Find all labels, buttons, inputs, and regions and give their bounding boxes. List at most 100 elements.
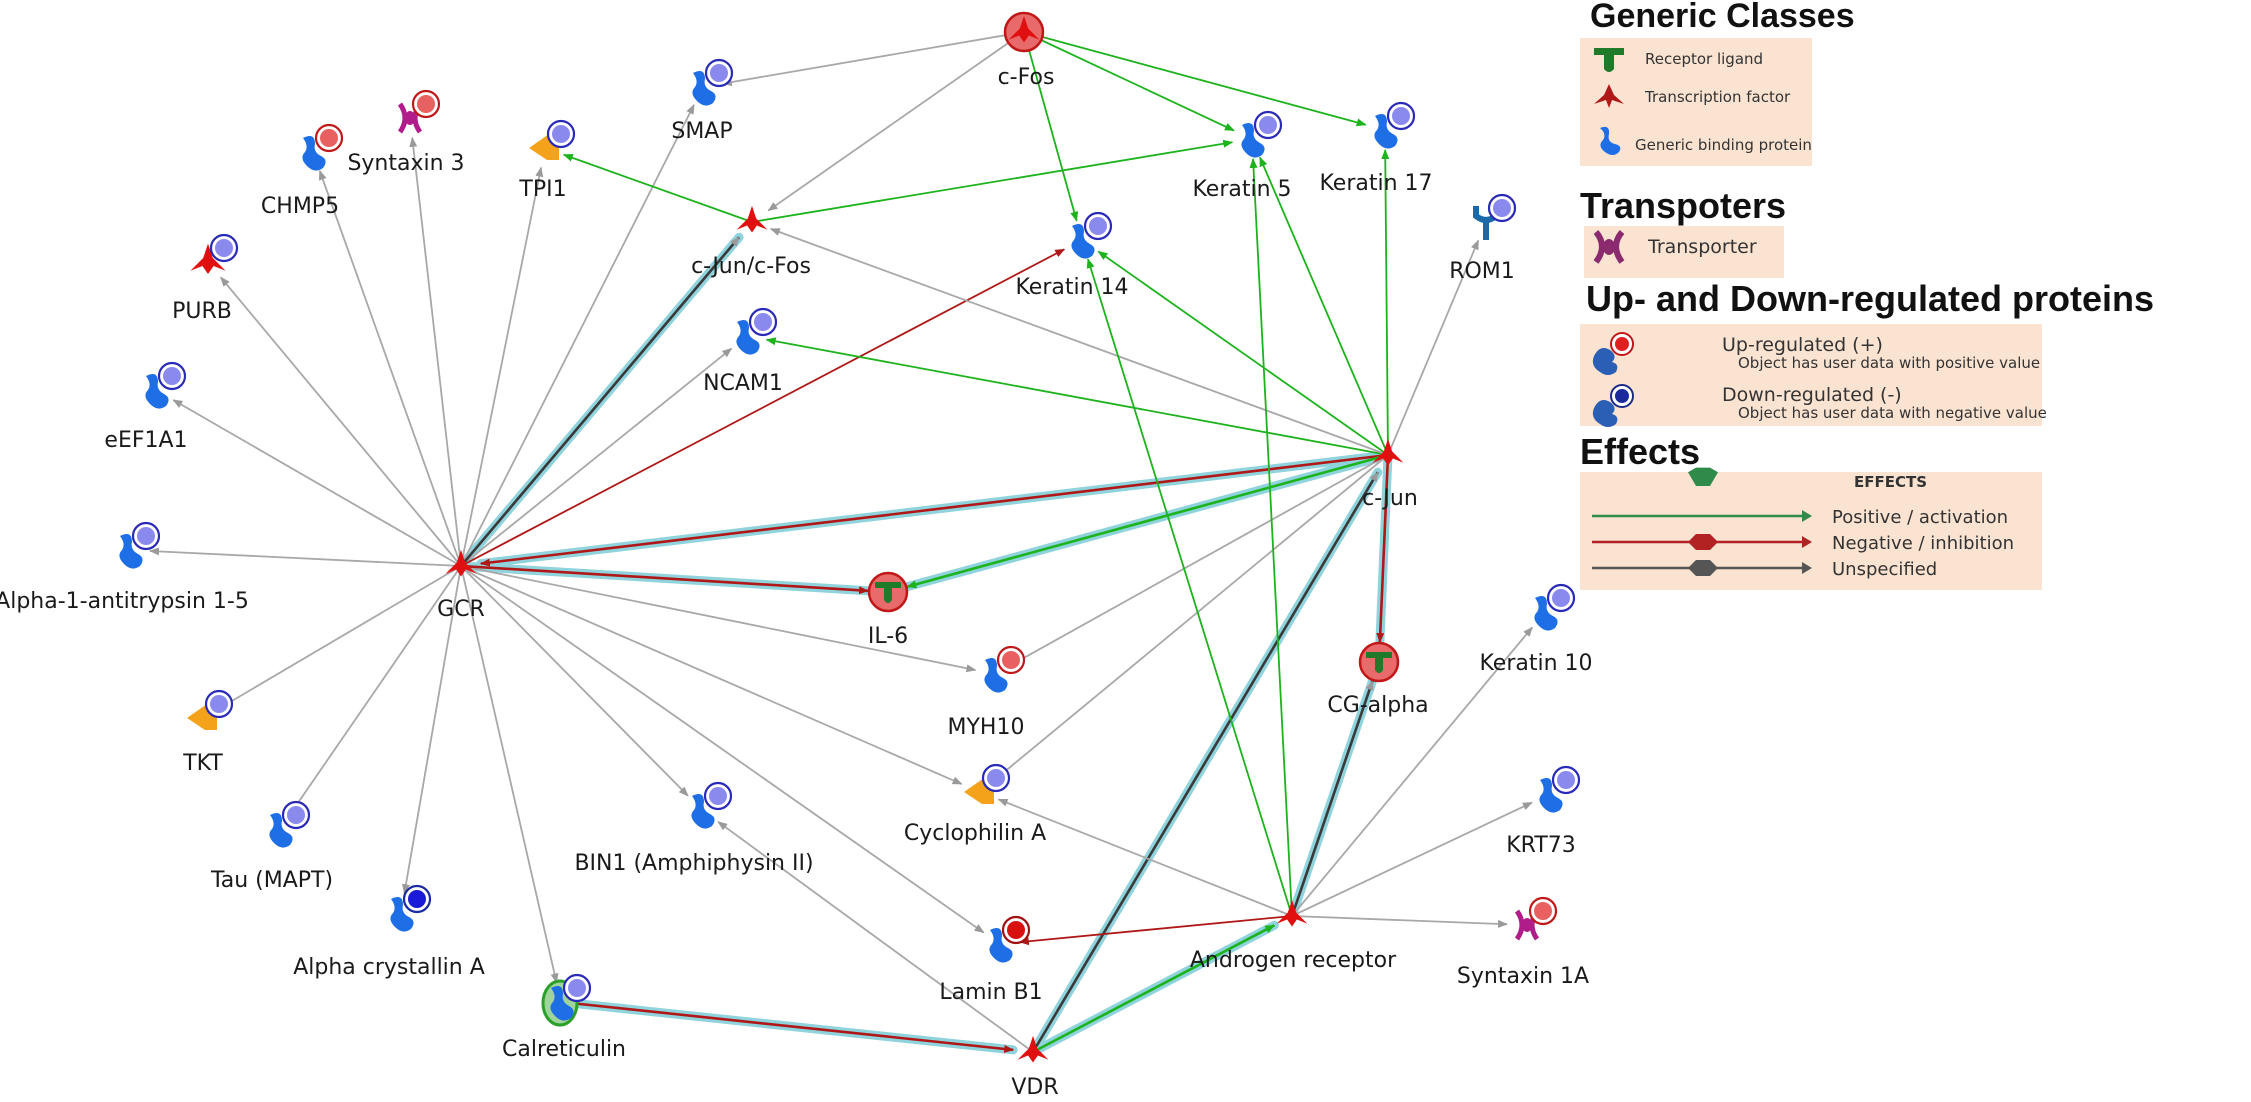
legend-transporters-title: Transpoters — [1580, 185, 1786, 226]
edge-cfos-smap — [721, 31, 1025, 87]
node-krt73[interactable]: KRT73 — [1506, 765, 1581, 858]
down-regulated-icon — [1592, 384, 1634, 427]
binding-protein-icon — [390, 897, 414, 932]
node-eef1a1[interactable]: eEF1A1 — [104, 361, 188, 453]
binding-protein-icon — [1241, 123, 1265, 158]
node-acry[interactable]: Alpha crystallin A — [293, 884, 485, 980]
legend-reg-box — [1580, 324, 2042, 426]
node-label: Keratin 14 — [1015, 275, 1128, 300]
legend-effect-label: Negative / inhibition — [1832, 533, 2014, 554]
legend-generic-item: Transcription factor — [1644, 88, 1791, 106]
receptor-ligand-icon — [1366, 652, 1392, 673]
node-tkt[interactable]: TKT — [182, 689, 234, 776]
legend-effects-box — [1580, 472, 2042, 590]
node-smap[interactable]: SMAP — [671, 58, 734, 144]
node-cfos[interactable]: c-Fos — [998, 11, 1055, 90]
node-cjun[interactable]: c-Jun — [1362, 438, 1418, 511]
edge-ar-cga — [1290, 679, 1374, 917]
transcription-factor-icon — [1276, 899, 1308, 927]
edge-ar-laminb1 — [1018, 915, 1293, 946]
legend-effect-label: Positive / activation — [1832, 507, 2008, 528]
node-label: Keratin 17 — [1319, 171, 1432, 196]
legend-down-desc: Object has user data with negative value — [1738, 404, 2047, 422]
edge-ar-krt14 — [1086, 258, 1293, 917]
binding-protein-icon — [984, 658, 1008, 693]
node-label: PURB — [172, 299, 232, 324]
transcription-factor-icon — [1372, 438, 1404, 466]
binding-protein-icon — [1374, 114, 1398, 149]
edge-ar-krt10 — [1291, 626, 1533, 917]
edge-cjun-cga — [1376, 454, 1390, 644]
node-label: MYH10 — [948, 715, 1025, 740]
edge-cjun-cycloA — [994, 454, 1389, 780]
node-tpi1[interactable]: TPI1 — [518, 119, 576, 202]
node-label: BIN1 (Amphiphysin II) — [574, 851, 813, 876]
legend-effects-title: Effects — [1580, 431, 1700, 472]
edge-cjun-krt17 — [1381, 148, 1390, 456]
node-a1at[interactable]: Alpha-1-antitrypsin 1-5 — [0, 521, 249, 614]
edge-gcr-tkt — [219, 565, 462, 709]
legend-up-desc: Object has user data with positive value — [1738, 354, 2040, 372]
node-rom1[interactable]: ROM1 — [1449, 193, 1517, 284]
transporter-icon — [1593, 230, 1625, 264]
binding-protein-icon — [550, 986, 574, 1021]
transcription-factor-icon — [1008, 15, 1040, 43]
binding-protein-icon — [119, 534, 143, 569]
effect-positive-line — [1592, 467, 1812, 522]
node-calret[interactable]: Calreticulin — [502, 973, 626, 1062]
edge-cfos-krt5 — [1023, 31, 1235, 132]
edge-gcr-ncam1 — [460, 347, 733, 567]
node-bin1[interactable]: BIN1 (Amphiphysin II) — [574, 781, 814, 876]
binding-protein-icon — [691, 794, 715, 829]
node-krt14[interactable]: Keratin 14 — [1015, 211, 1129, 300]
node-laminb1[interactable]: Lamin B1 — [939, 915, 1043, 1005]
node-ar[interactable]: Androgen receptor — [1190, 899, 1397, 973]
edge-cjun-cjuncfos — [769, 228, 1389, 456]
legend: Generic Classes Receptor ligand Transcri… — [1580, 0, 2154, 590]
edge-ar-cycloA — [997, 798, 1293, 917]
node-label: c-Jun/c-Fos — [691, 254, 811, 279]
node-cjuncfos[interactable]: c-Jun/c-Fos — [691, 205, 811, 279]
node-tau[interactable]: Tau (MAPT) — [210, 800, 333, 893]
edges-layer — [148, 31, 1533, 1057]
node-cycloA[interactable]: Cyclophilin A — [904, 763, 1046, 846]
edge-gcr-eef1a1 — [172, 399, 462, 567]
transcription-factor-icon — [736, 205, 768, 233]
edge-gcr-calret — [460, 565, 559, 984]
transcription-factor-icon — [1594, 84, 1624, 108]
node-krt17[interactable]: Keratin 17 — [1319, 101, 1433, 196]
node-gcr[interactable]: GCR — [437, 549, 485, 622]
node-krt10[interactable]: Keratin 10 — [1479, 583, 1593, 676]
edge-cjun-krt14 — [1097, 250, 1389, 456]
node-chmp5[interactable]: CHMP5 — [261, 123, 344, 219]
edge-gcr-laminb1 — [460, 565, 985, 934]
node-ncam1[interactable]: NCAM1 — [703, 307, 783, 396]
node-il6[interactable]: IL-6 — [867, 571, 909, 649]
edge-gcr-purb — [220, 276, 462, 567]
node-label: Tau (MAPT) — [210, 868, 333, 893]
node-cga[interactable]: CG-alpha — [1327, 641, 1429, 718]
node-label: ROM1 — [1449, 259, 1515, 284]
node-vdr[interactable]: VDR — [1011, 1035, 1059, 1100]
edge-gcr-tau — [290, 565, 462, 814]
binding-protein-icon — [302, 136, 326, 171]
node-synt1a[interactable]: Syntaxin 1A — [1457, 896, 1589, 989]
effect-negative-line — [1592, 534, 1812, 550]
node-krt5[interactable]: Keratin 5 — [1192, 110, 1292, 202]
edge-gcr-a1at — [148, 547, 462, 567]
generic-binding-protein-icon — [1600, 126, 1621, 155]
node-label: TKT — [182, 751, 223, 776]
edge-gcr-myh10 — [460, 565, 977, 673]
node-label: c-Fos — [998, 65, 1055, 90]
node-label: Keratin 10 — [1479, 651, 1592, 676]
node-myh10[interactable]: MYH10 — [948, 645, 1026, 740]
edge-cjun-krt5 — [1259, 156, 1389, 456]
node-purb[interactable]: PURB — [172, 233, 239, 324]
binding-protein-icon — [269, 813, 293, 848]
legend-generic-item: Generic binding protein — [1635, 136, 1812, 154]
node-synt3[interactable]: Syntaxin 3 — [347, 89, 465, 176]
node-label: Keratin 5 — [1192, 177, 1291, 202]
edge-gcr-il6 — [460, 564, 870, 595]
